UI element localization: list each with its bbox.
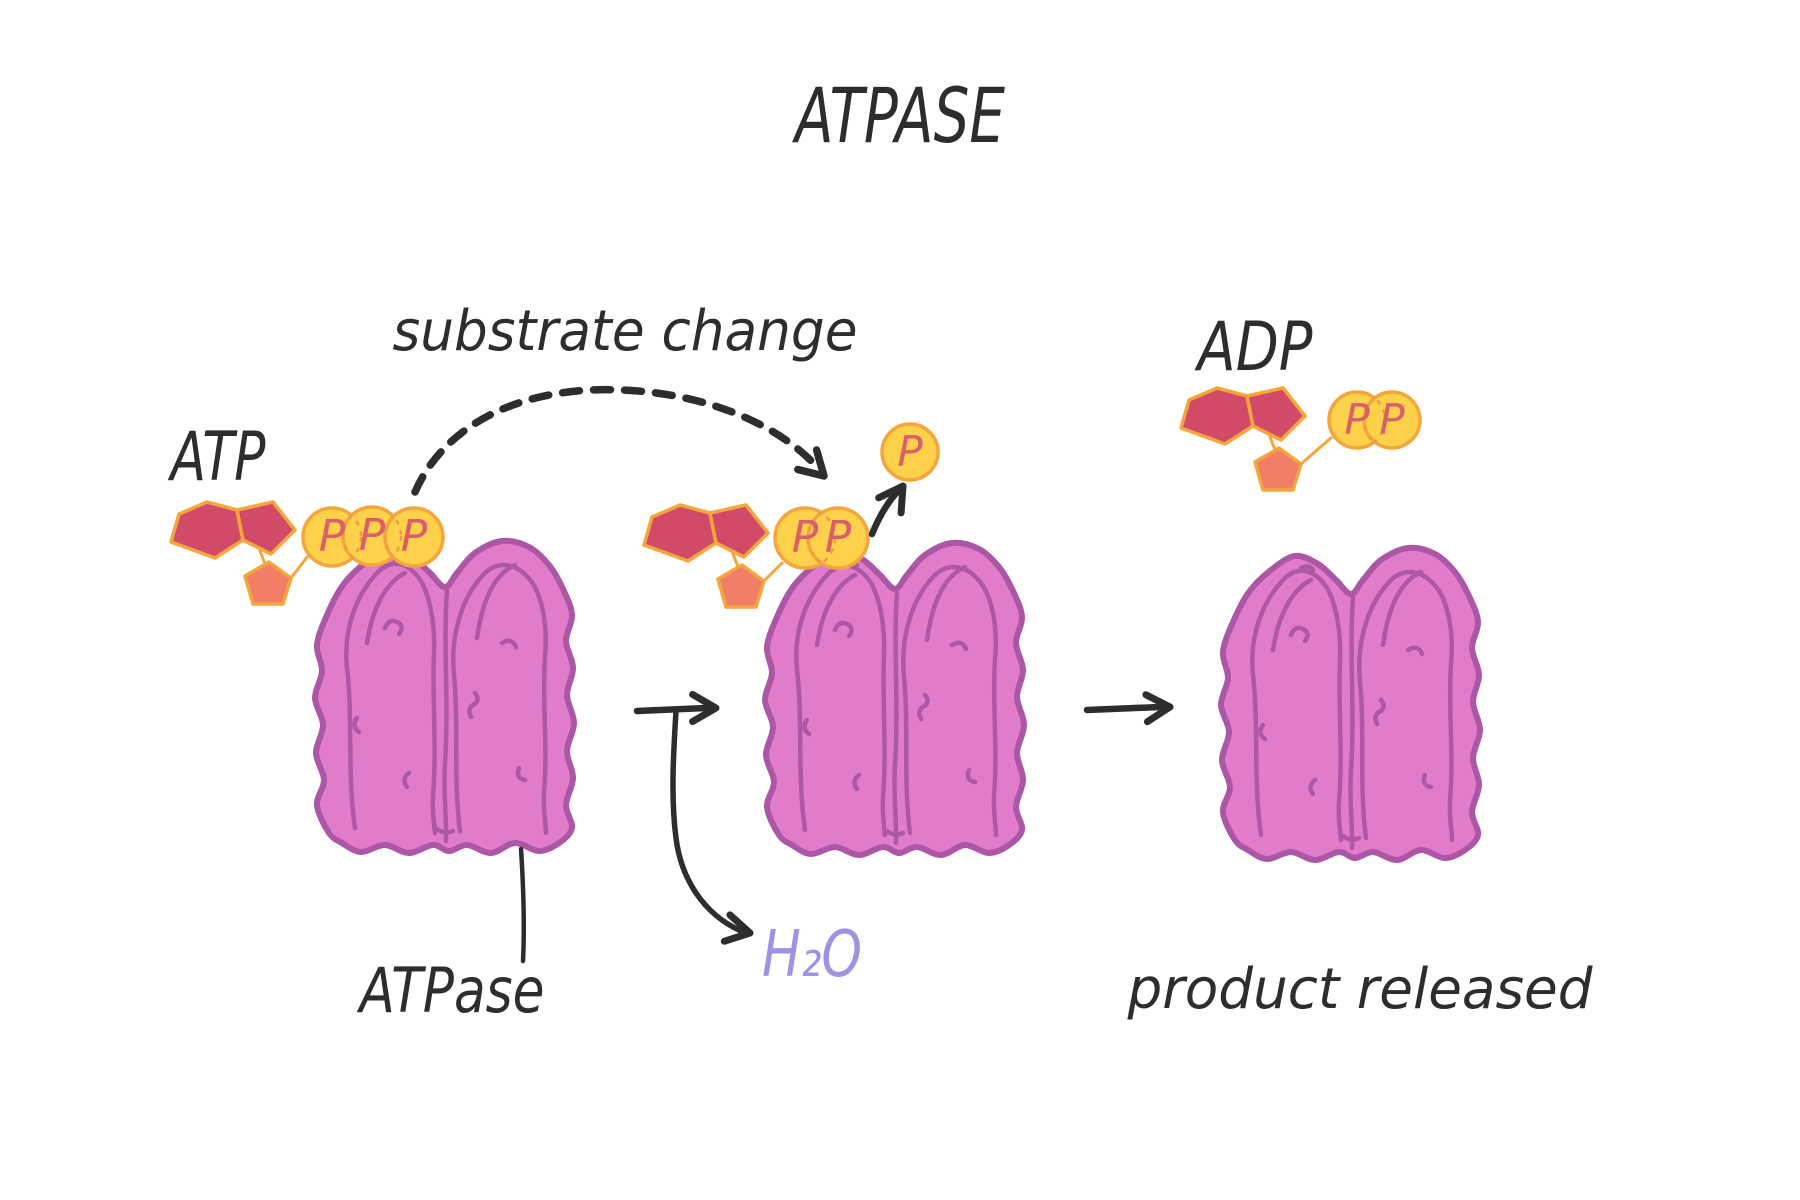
phosphate-overlap-dashes xyxy=(341,507,403,566)
atp-phosphate-bond xyxy=(289,555,310,579)
substrate-change-dashed-arrow xyxy=(411,385,822,496)
phosphate-letter: P xyxy=(825,512,852,563)
atp-label: ATP xyxy=(167,418,265,497)
water-branch-arrow xyxy=(670,708,754,945)
phosphate-overlap-dashes xyxy=(1362,392,1387,448)
phosphate-letter: P xyxy=(1344,395,1370,444)
released-phosphate: P xyxy=(868,422,940,538)
atpase-pointer-line xyxy=(518,846,527,964)
substrate-change-arrowhead xyxy=(794,446,828,480)
phosphate-release-arrow xyxy=(868,487,902,538)
phosphate-release-arrowhead xyxy=(875,482,907,517)
atp-phosphate-group: P P P xyxy=(301,505,445,568)
bound-adenosine xyxy=(642,503,770,609)
phosphate-letter: P xyxy=(319,511,346,562)
page-title: ATPASE xyxy=(791,71,1005,160)
adp-phosphate-bond xyxy=(1300,435,1333,466)
bound-phosphate-bond xyxy=(762,560,785,583)
enzyme-blob-2 xyxy=(765,543,1024,855)
phosphate-circle xyxy=(806,506,870,570)
adp-adenosine xyxy=(1179,386,1307,492)
atpase-label: ATPase xyxy=(356,954,544,1027)
phosphate-letter: P xyxy=(359,510,386,561)
step-arrow-2 xyxy=(1083,691,1174,726)
atp-molecule: ATP P P P xyxy=(167,418,445,606)
phosphate-letter: P xyxy=(897,427,923,476)
bound-adp-molecule: P P xyxy=(642,503,870,609)
atp-adenosine xyxy=(169,500,297,606)
substrate-change-label: substrate change xyxy=(393,299,858,364)
adp-label: ADP xyxy=(1194,308,1312,387)
enzyme-blob-1 xyxy=(315,541,574,853)
phosphate-letter: P xyxy=(792,512,819,563)
phosphate-letter: P xyxy=(1379,395,1405,444)
enzyme-blob-3 xyxy=(1221,548,1480,860)
step-arrow-1 xyxy=(633,691,720,725)
product-released-label: product released xyxy=(1127,957,1593,1022)
phosphate-overlap-dashes xyxy=(806,508,837,568)
atpase-annotation: ATPase xyxy=(356,846,545,1027)
water-label: H₂O xyxy=(762,918,862,992)
phosphate-circle xyxy=(1362,390,1422,450)
phosphate-letter: P xyxy=(401,511,428,562)
adp-molecule: ADP P P xyxy=(1179,308,1422,492)
substrate-change-annotation: substrate change xyxy=(393,299,858,496)
phosphate-circle xyxy=(880,422,940,482)
